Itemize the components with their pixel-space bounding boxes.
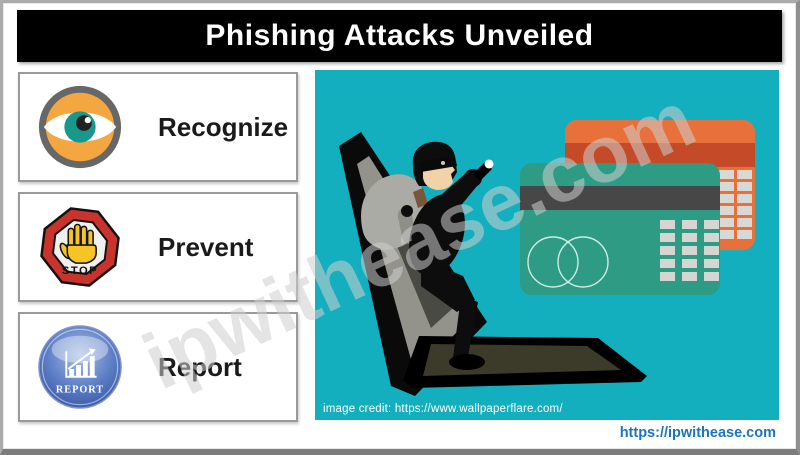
title-bar: Phishing Attacks Unveiled bbox=[17, 10, 782, 62]
step-label-prevent: Prevent bbox=[158, 231, 254, 262]
sack-strap bbox=[413, 188, 428, 208]
stop-hand-icon: STOP bbox=[36, 203, 124, 291]
thief-figure bbox=[361, 141, 494, 370]
page-title: Phishing Attacks Unveiled bbox=[205, 19, 594, 52]
eye-mask bbox=[419, 156, 457, 172]
report-button-icon: REPORT bbox=[36, 323, 124, 411]
report-icon-text: REPORT bbox=[56, 384, 104, 395]
step-box-recognize: Recognize bbox=[18, 72, 298, 182]
step-label-recognize: Recognize bbox=[158, 111, 289, 142]
step-label-report: Report bbox=[158, 351, 242, 382]
image-credit: image credit: https://www.wallpaperflare… bbox=[323, 403, 563, 415]
step-box-prevent: STOP Prevent bbox=[18, 192, 298, 302]
step-box-report: REPORT Report bbox=[18, 312, 298, 422]
credit-card-front bbox=[520, 163, 720, 295]
site-url-link[interactable]: https://ipwithease.com bbox=[619, 425, 776, 441]
thief-laptop-graphic bbox=[315, 70, 779, 420]
eye-icon bbox=[36, 83, 124, 171]
stop-icon-text: STOP bbox=[62, 265, 98, 277]
phishing-illustration: image credit: https://www.wallpaperflare… bbox=[315, 70, 779, 420]
